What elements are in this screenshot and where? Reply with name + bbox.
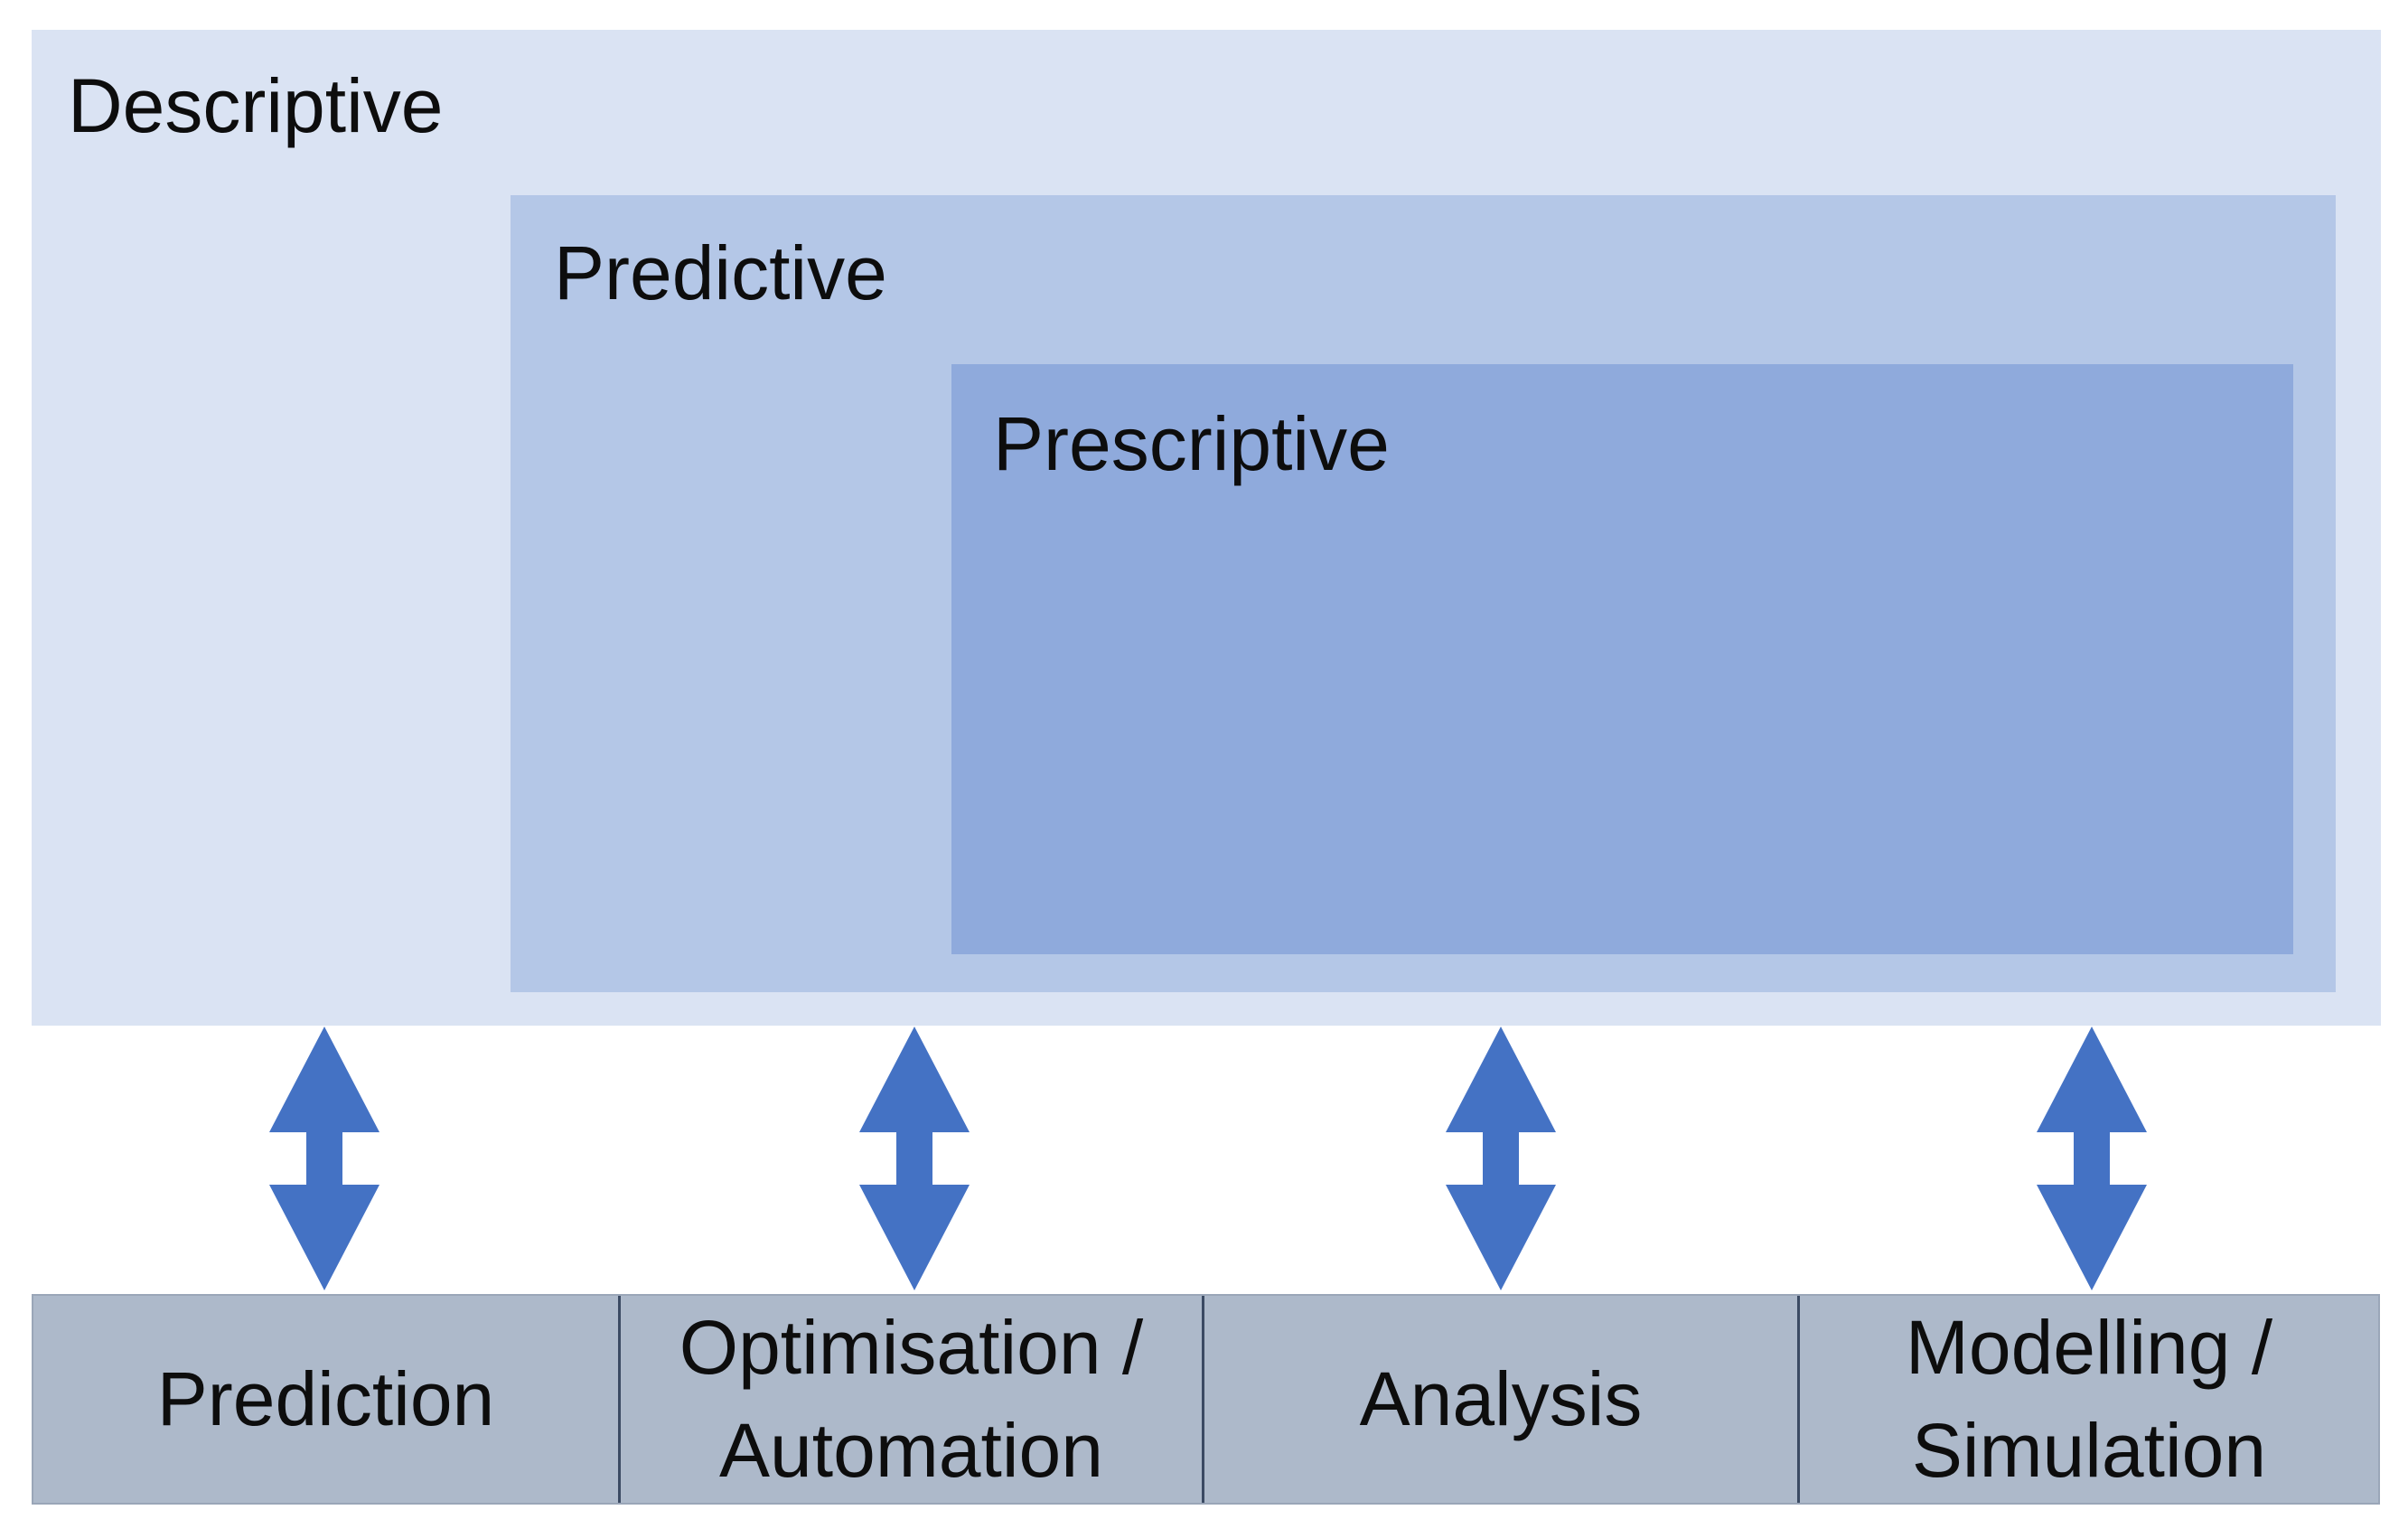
up-down-arrow-shape: [1446, 1027, 1556, 1290]
capability-label-line: Optimisation /: [679, 1305, 1144, 1391]
capability-label-line: Modelling /: [1905, 1305, 2273, 1391]
capability-cell-optimisation-automation: Optimisation / Automation: [618, 1296, 1202, 1503]
capability-label: Analysis: [1359, 1355, 1643, 1441]
descriptive-layer-label: Descriptive: [68, 63, 444, 148]
up-down-arrow-icon: [1446, 1027, 1556, 1290]
up-down-arrow-icon: [269, 1027, 379, 1290]
capability-label: Prediction: [156, 1355, 495, 1441]
capability-cell-analysis: Analysis: [1202, 1296, 1797, 1503]
up-down-arrow-icon: [859, 1027, 970, 1290]
predictive-layer-label: Predictive: [554, 230, 887, 315]
up-down-arrow-shape: [269, 1027, 379, 1290]
prescriptive-layer-label: Prescriptive: [993, 401, 1390, 486]
up-down-arrow-icon: [2037, 1027, 2147, 1290]
capability-bar: Prediction Optimisation / Automation Ana…: [32, 1294, 2380, 1505]
up-down-arrow-shape: [859, 1027, 970, 1290]
capability-label-line: Simulation: [1911, 1407, 2267, 1493]
up-down-arrow-shape: [2037, 1027, 2147, 1290]
capability-label-line: Automation: [719, 1407, 1103, 1493]
capability-cell-modelling-simulation: Modelling / Simulation: [1796, 1296, 2378, 1503]
capability-cell-prediction: Prediction: [33, 1296, 618, 1503]
prescriptive-layer-box: Prescriptive: [951, 364, 2293, 954]
